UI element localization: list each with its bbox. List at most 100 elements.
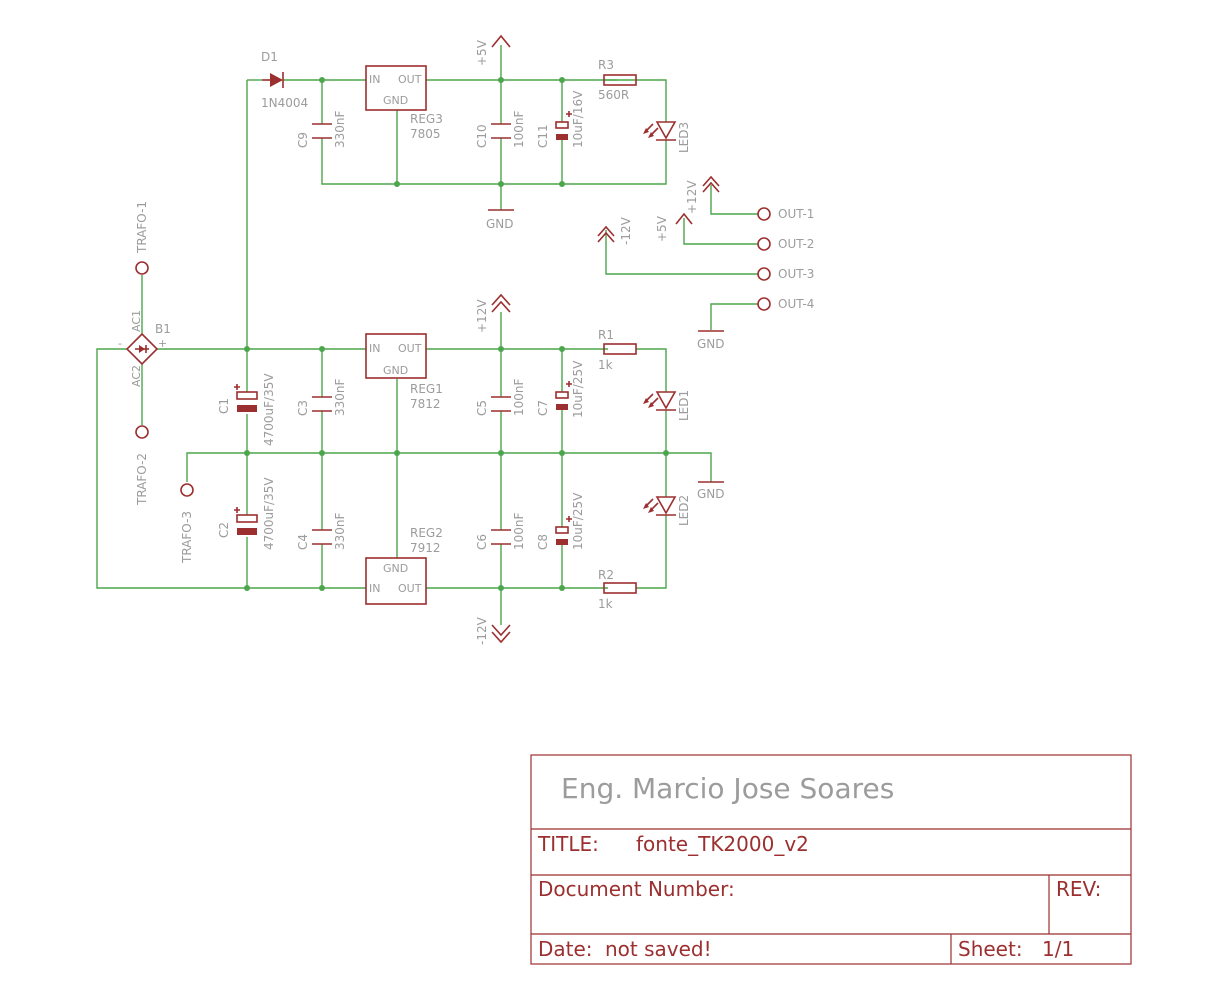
b1-ac2-pin: AC2 [130, 365, 143, 387]
b1-ref: B1 [155, 322, 171, 336]
date-label: Date: [538, 937, 593, 961]
connector-trafo-3[interactable] [180, 483, 194, 497]
reg3-gnd-pin: GND [383, 94, 408, 107]
led-led2[interactable] [643, 496, 677, 516]
connector-out-2[interactable] [757, 237, 771, 251]
title-value: fonte_TK2000_v2 [636, 832, 809, 856]
trafo1-label: TRAFO-1 [135, 201, 149, 254]
regulator-reg2[interactable] [365, 557, 427, 605]
c7-value: 10uF/25V [571, 360, 585, 418]
reg1-value: 7812 [410, 397, 441, 411]
net-p5v-out: +5V [655, 215, 669, 242]
trafo2-label: TRAFO-2 [135, 453, 149, 506]
led3-ref: LED3 [677, 122, 691, 153]
c9-value: 330nF [333, 110, 347, 148]
reg2-in-pin: IN [369, 582, 380, 595]
connector-trafo-2[interactable] [135, 425, 149, 439]
reg3-value: 7805 [410, 127, 441, 141]
resistor-r2[interactable] [603, 582, 637, 594]
c11-ref: C11 [536, 124, 550, 148]
b1-plus-pin: + [158, 337, 167, 350]
resistor-r1[interactable] [603, 343, 637, 355]
connector-out-3[interactable] [757, 267, 771, 281]
reg1-out-pin: OUT [398, 342, 422, 355]
reg3-ref: REG3 [410, 112, 443, 126]
capacitor-c6[interactable] [491, 529, 511, 545]
out2-label: OUT-2 [778, 237, 814, 251]
capacitor-c4[interactable] [312, 529, 332, 545]
reg2-out-pin: OUT [398, 582, 422, 595]
reg2-ref: REG2 [410, 526, 443, 540]
supply-p5v-top [491, 34, 511, 48]
regulator-reg3[interactable] [365, 65, 427, 111]
c5-ref: C5 [475, 400, 489, 416]
r1-value: 1k [598, 358, 613, 372]
led-led3[interactable] [643, 121, 677, 141]
net-p12v-out: +12V [685, 180, 699, 214]
c8-ref: C8 [536, 534, 550, 550]
wires [96, 45, 758, 625]
title-label: TITLE: [537, 832, 599, 856]
title-block [530, 754, 1132, 965]
r2-ref: R2 [598, 568, 614, 582]
sheet-label: Sheet: [958, 937, 1023, 961]
c9-ref: C9 [296, 132, 310, 148]
led-led1[interactable] [643, 391, 677, 411]
net-m12v: -12V [475, 616, 489, 645]
supply-p12v [491, 293, 511, 313]
c2-value: 4700uF/35V [262, 477, 276, 550]
connector-out-1[interactable] [757, 207, 771, 221]
regulator-reg1[interactable] [365, 333, 427, 379]
net-m12v-out: -12V [619, 216, 633, 245]
c2-ref: C2 [217, 522, 231, 538]
c4-ref: C4 [296, 534, 310, 550]
c7-ref: C7 [536, 400, 550, 416]
supply-p12v-out [702, 175, 720, 193]
net-p5v-top: +5V [475, 39, 489, 66]
out4-label: OUT-4 [778, 297, 814, 311]
author-name: Eng. Marcio Jose Soares [561, 772, 894, 805]
capacitor-c9[interactable] [312, 123, 332, 139]
b1-minus-pin: - [118, 337, 122, 350]
r2-value: 1k [598, 597, 613, 611]
reg3-out-pin: OUT [398, 73, 422, 86]
supply-p5v-out [675, 212, 693, 225]
c6-ref: C6 [475, 534, 489, 550]
capacitor-c1[interactable] [234, 384, 258, 412]
r3-value: 560R [598, 88, 629, 102]
connector-trafo-1[interactable] [135, 261, 149, 275]
led1-ref: LED1 [677, 390, 691, 421]
reg3-in-pin: IN [369, 73, 380, 86]
diode-d1[interactable] [262, 72, 284, 88]
c6-value: 100nF [512, 512, 526, 550]
capacitor-c3[interactable] [312, 396, 332, 412]
out3-label: OUT-3 [778, 267, 814, 281]
r3-ref: R3 [598, 58, 614, 72]
capacitor-c5[interactable] [491, 396, 511, 412]
resistor-r3[interactable] [603, 74, 637, 86]
c3-ref: C3 [296, 400, 310, 416]
net-gnd-5v: GND [486, 217, 514, 231]
supply-m12v [491, 624, 511, 644]
supply-m12v-out [597, 225, 615, 243]
reg1-ref: REG1 [410, 382, 443, 396]
b1-ac1-pin: AC1 [130, 310, 143, 332]
date-value: not saved! [605, 937, 712, 961]
c10-value: 100nF [512, 110, 526, 148]
net-gnd-out: GND [697, 337, 725, 351]
net-gnd-rail: GND [697, 487, 725, 501]
c1-ref: C1 [217, 398, 231, 414]
led2-ref: LED2 [677, 495, 691, 526]
capacitor-c8[interactable] [555, 516, 572, 545]
capacitor-c10[interactable] [491, 123, 511, 139]
reg1-gnd-pin: GND [383, 364, 408, 377]
junction-dots [244, 77, 669, 591]
capacitor-c7[interactable] [555, 381, 572, 410]
capacitor-c2[interactable] [234, 507, 258, 535]
connector-out-4[interactable] [757, 297, 771, 311]
capacitor-c11[interactable] [555, 111, 572, 140]
bridge-rectifier-b1[interactable] [125, 332, 159, 366]
sheet-value: 1/1 [1042, 937, 1074, 961]
rev-label: REV: [1056, 877, 1101, 901]
